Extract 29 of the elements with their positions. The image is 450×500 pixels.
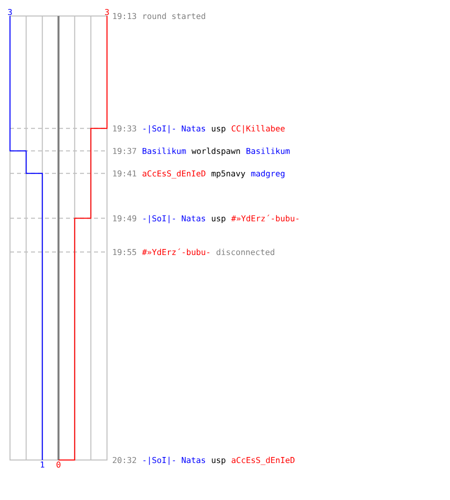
count-label: 0	[56, 461, 60, 468]
time-label: 19:33	[113, 125, 136, 132]
weapon-name: usp	[212, 458, 226, 465]
time-label: 20:32	[112, 456, 136, 464]
player-name: -|SoI|- Natas	[143, 125, 206, 134]
time-label: 19:49	[113, 215, 136, 222]
player-name: Basilikum	[142, 148, 186, 154]
weapon-name: worldspawn	[192, 148, 240, 156]
player-name: -|SoI|- Natas	[143, 456, 206, 465]
player-name: madgreg	[251, 170, 284, 178]
player-name: aCcEsS_dEnIeD	[232, 456, 294, 465]
player-name: -|SoI|- Natas	[143, 215, 206, 224]
count-label: 3	[8, 8, 12, 16]
player-name: Basilikum	[246, 148, 290, 154]
weapon-name: usp	[212, 126, 226, 134]
weapon-name: usp	[212, 216, 226, 223]
weapon-name: mp5navy	[212, 170, 246, 178]
count-label: 3	[105, 8, 109, 16]
event-text: disconnected	[216, 248, 274, 256]
player-name: CC|Killabee	[232, 125, 285, 134]
player-name: #»YdErz´-bubu-	[231, 214, 298, 222]
count-label: 1	[40, 462, 44, 468]
player-name: #»YdErz´-bubu-	[142, 248, 210, 256]
time-label: 19:37	[113, 148, 136, 154]
player-name: aCcEsS_dEnIeD	[142, 170, 206, 178]
time-label: 19:13	[113, 12, 136, 20]
time-label: 19:41	[113, 170, 136, 176]
time-label: 19:55	[113, 248, 136, 256]
event-text: round started	[144, 12, 206, 20]
